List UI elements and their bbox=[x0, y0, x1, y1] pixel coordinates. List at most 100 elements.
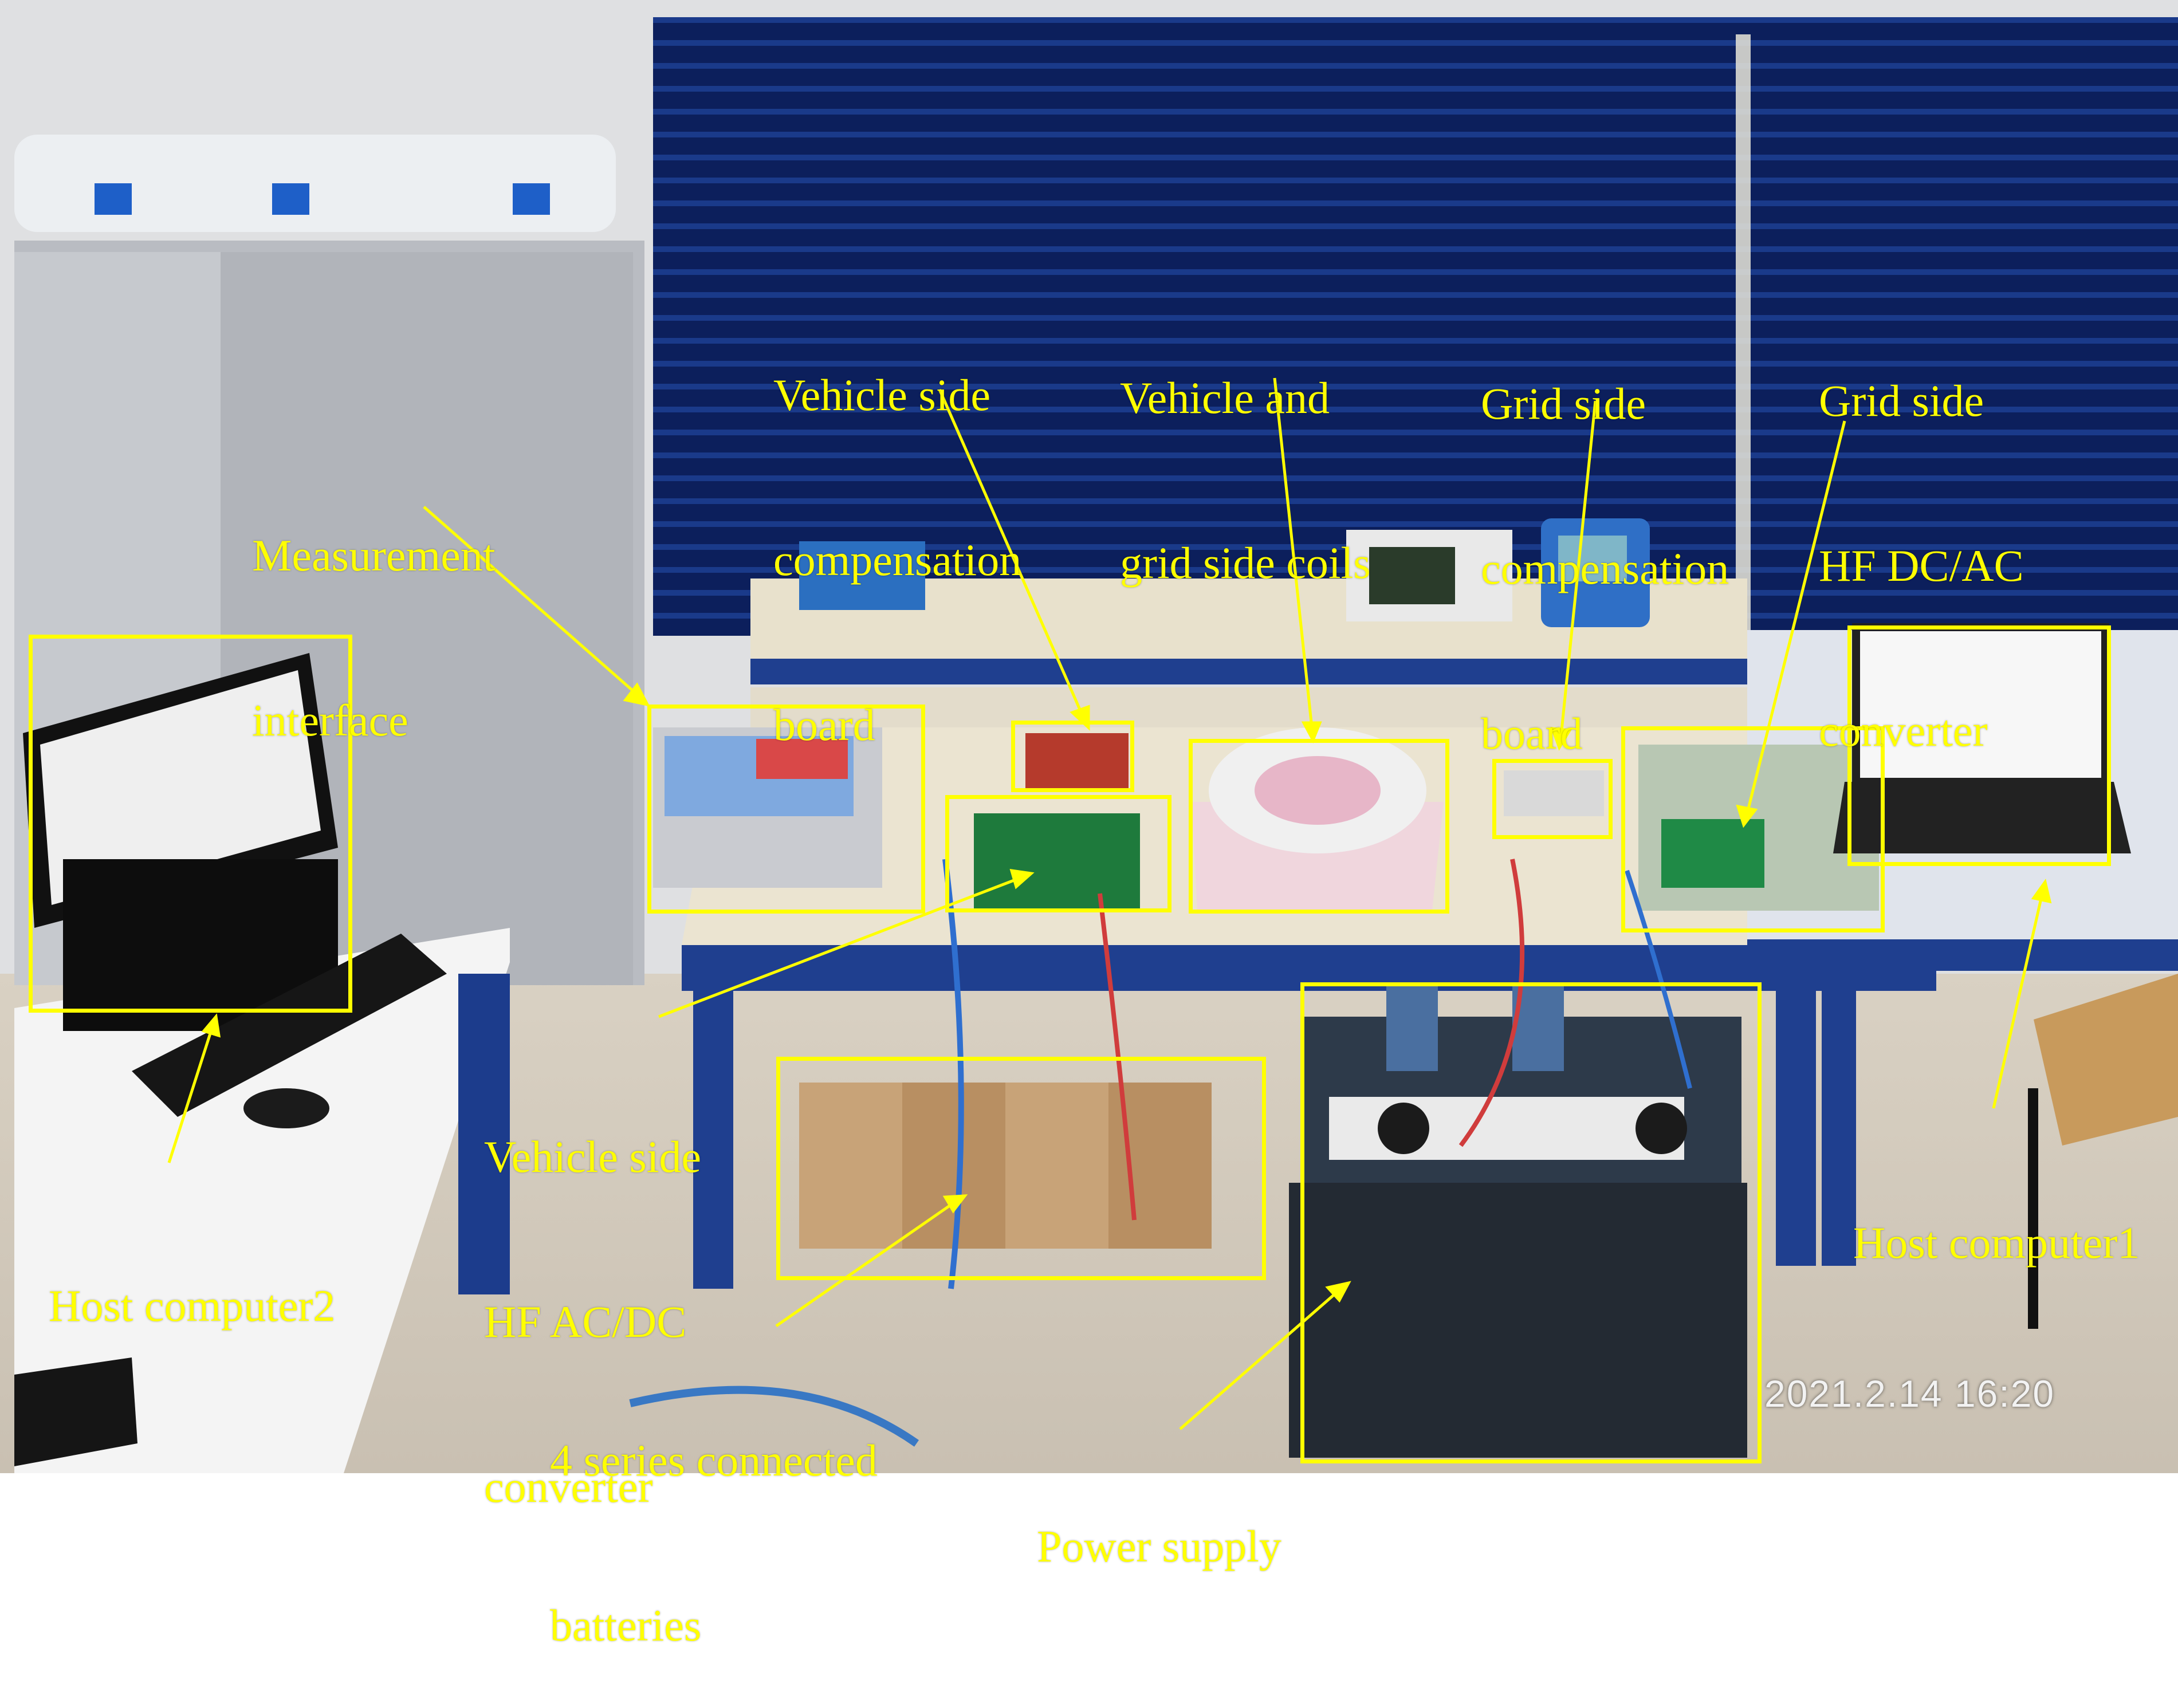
left-desk bbox=[14, 928, 510, 1473]
right-bench-leg bbox=[1822, 968, 1856, 1266]
box-power-supply bbox=[1300, 982, 1762, 1463]
arrow-grid-comp bbox=[1559, 400, 1597, 737]
box-host2 bbox=[29, 635, 352, 1013]
label-host2: Host computer2 bbox=[49, 1168, 335, 1388]
cable-4 bbox=[1625, 869, 1692, 1089]
label-line: converter bbox=[1819, 706, 1988, 755]
vehicle-conv-board bbox=[974, 813, 1140, 911]
arrow-measurement bbox=[423, 506, 640, 697]
vehicle-comp-board bbox=[1025, 733, 1129, 790]
box-vehicle-comp-board bbox=[1011, 721, 1134, 792]
label-line: interface bbox=[252, 695, 408, 745]
measurement-panel-red bbox=[756, 739, 848, 779]
keyboard-2 bbox=[14, 1357, 137, 1466]
box-grid-comp-board bbox=[1492, 759, 1613, 839]
power-supply-body bbox=[1289, 1183, 1747, 1458]
label-vehicle-comp-board: Vehicle side compensation board bbox=[773, 258, 1021, 808]
arrow-power bbox=[1179, 1290, 1339, 1430]
arrowhead-coils bbox=[1301, 721, 1322, 743]
arrow-grid-conv bbox=[1745, 420, 1846, 814]
box-host1 bbox=[1847, 625, 2111, 866]
label-measurement-interface: Measurement interface bbox=[252, 418, 496, 803]
label-line: compensation bbox=[1481, 544, 1729, 593]
power-knob-right bbox=[1636, 1103, 1687, 1154]
arrowhead-batteries bbox=[942, 1194, 968, 1214]
battery-3 bbox=[1005, 1083, 1108, 1249]
label-line: Vehicle side bbox=[773, 370, 991, 420]
label-power-supply: Power supply bbox=[1037, 1409, 1281, 1629]
coil-disk-inner bbox=[1255, 756, 1381, 825]
window-light-streak bbox=[1736, 34, 1751, 664]
label-line: compensation bbox=[773, 535, 1022, 585]
ceiling-lamp bbox=[14, 135, 616, 232]
lamp-clip-3 bbox=[513, 183, 550, 215]
bench-leg-left bbox=[693, 991, 733, 1289]
label-line: Measurement bbox=[252, 530, 496, 580]
arrowhead-host1 bbox=[2031, 879, 2052, 904]
label-line: Vehicle and bbox=[1120, 373, 1330, 423]
label-grid-comp-board: Grid side compensation board bbox=[1481, 266, 1729, 816]
bench-shelf-frame bbox=[750, 659, 1747, 684]
label-line: Host computer1 bbox=[1853, 1218, 2140, 1268]
photo-timestamp: 2021.2.14 16:20 bbox=[1764, 1372, 2055, 1415]
label-line: 4 series connected bbox=[550, 1435, 878, 1485]
battery-2 bbox=[902, 1083, 1005, 1249]
box-measurement-interface bbox=[647, 705, 925, 914]
box-grid-conv bbox=[1621, 726, 1885, 932]
right-bench-frame bbox=[1747, 939, 2178, 971]
grid-comp-board bbox=[1504, 770, 1604, 816]
host2-screen bbox=[40, 670, 321, 905]
arrowhead-grid-conv bbox=[1736, 804, 1758, 828]
lamp-clip-1 bbox=[95, 183, 132, 215]
label-grid-conv: Grid side HF DC/AC converter bbox=[1819, 263, 2024, 813]
arrowhead-vehicle-conv bbox=[1009, 868, 1035, 890]
label-line: Vehicle side bbox=[484, 1132, 702, 1182]
grid-conv-pcb bbox=[1661, 819, 1764, 888]
host2-mouse bbox=[243, 1088, 329, 1128]
label-line: Grid side bbox=[1819, 376, 1984, 426]
label-line: batteries bbox=[550, 1600, 702, 1650]
label-host1: Host computer1 bbox=[1853, 1105, 2140, 1325]
label-coils: Vehicle and grid side coils bbox=[1120, 261, 1371, 646]
bench-leg-mid bbox=[1776, 991, 1816, 1266]
arrow-coils bbox=[1273, 377, 1314, 728]
battery-1 bbox=[799, 1083, 902, 1249]
arrowhead-host2 bbox=[201, 1013, 221, 1038]
handheld-scope-screen bbox=[1558, 536, 1627, 581]
chair bbox=[2034, 974, 2178, 1146]
label-line: Grid side bbox=[1481, 379, 1646, 428]
host1-laptop-base bbox=[1833, 782, 2131, 853]
arrowhead-grid-comp bbox=[1550, 727, 1572, 751]
chair-leg bbox=[2028, 1088, 2038, 1329]
label-line: Host computer2 bbox=[49, 1281, 336, 1331]
label-line: grid side coils bbox=[1120, 538, 1371, 588]
label-line: HF AC/DC bbox=[484, 1297, 687, 1347]
multimeter-1 bbox=[1386, 985, 1438, 1071]
arrow-batteries bbox=[775, 1201, 955, 1328]
oscilloscope-screen bbox=[1369, 547, 1455, 604]
lamp-clip-2 bbox=[272, 183, 309, 215]
cable-1 bbox=[942, 859, 964, 1289]
label-line: board bbox=[773, 700, 875, 750]
label-batteries: 4 series connected batteries bbox=[550, 1323, 878, 1708]
cable-2 bbox=[1098, 893, 1137, 1221]
bench-rail bbox=[750, 687, 1747, 733]
cable-3 bbox=[1458, 859, 1525, 1147]
label-line: HF DC/AC bbox=[1819, 541, 2024, 591]
box-vehicle-conv bbox=[945, 795, 1171, 912]
left-desk-leg bbox=[458, 974, 510, 1294]
power-knob-left bbox=[1378, 1103, 1429, 1154]
floor-cable bbox=[629, 1386, 919, 1447]
arrowhead-power bbox=[1325, 1281, 1351, 1303]
arrow-host1 bbox=[1992, 893, 2044, 1109]
bench-power-unit bbox=[799, 541, 925, 610]
label-line: Power supply bbox=[1037, 1521, 1281, 1571]
arrowhead-measurement bbox=[623, 682, 650, 707]
box-batteries bbox=[776, 1057, 1266, 1280]
arrow-vehicle-conv bbox=[658, 877, 1017, 1018]
label-line: board bbox=[1481, 709, 1583, 758]
arrow-vehicle-comp bbox=[938, 388, 1084, 717]
box-coils bbox=[1189, 739, 1449, 914]
host2-keyboard bbox=[132, 934, 447, 1117]
arrow-host2 bbox=[167, 1028, 214, 1163]
